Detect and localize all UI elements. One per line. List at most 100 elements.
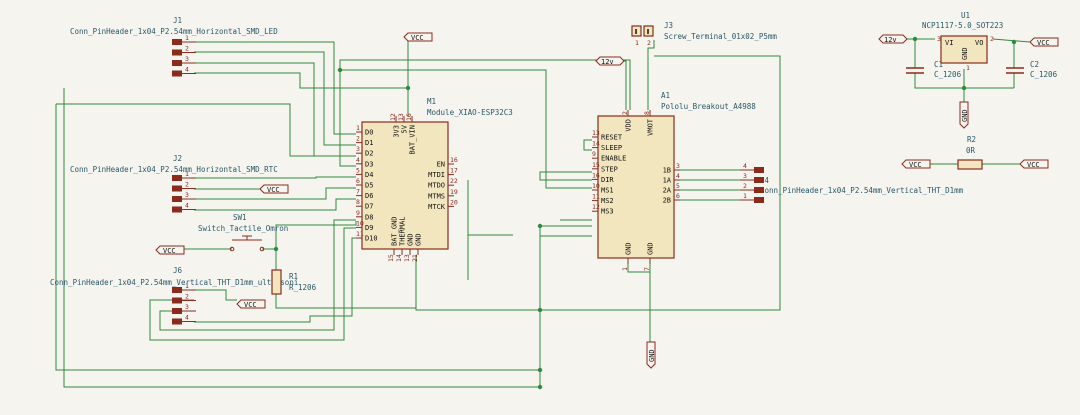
pin-number: 1 — [185, 282, 189, 290]
pin-name: THERMAL — [399, 216, 407, 246]
r2-value: 0R — [966, 146, 976, 155]
switch-sw1[interactable]: SW1 Switch_Tactile_Omron — [198, 213, 288, 252]
net-label-vcc-sw[interactable]: VCC — [155, 245, 185, 255]
wire-13 — [194, 198, 356, 211]
pin-number: 3 — [676, 162, 680, 170]
wire-9 — [55, 104, 540, 371]
pin-name: MS1 — [601, 187, 614, 195]
net-label-vcc-r2-right[interactable]: VCC — [1019, 159, 1049, 169]
resistor-r2[interactable]: R2 0R — [957, 135, 983, 170]
pin-name: DIR — [601, 176, 614, 184]
junction-8 — [1011, 39, 1017, 45]
pin-pad — [172, 49, 182, 56]
pin-number: 14 — [395, 254, 403, 262]
pin-name: D8 — [365, 213, 373, 221]
wire-30 — [583, 139, 592, 151]
u1-pinnum-3: 3 — [937, 35, 941, 43]
connector-j2[interactable]: J2 Conn_PinHeader_1x04_P2.54mm_Horizonta… — [70, 154, 278, 213]
pin-pad — [172, 308, 182, 314]
wire-27 — [624, 60, 627, 110]
pin-number: 5 — [356, 166, 360, 174]
net-label-vcc-u1[interactable]: VCC — [1029, 37, 1059, 47]
j3-pin-1: 1 — [635, 39, 639, 47]
u1-pin-vi: VI — [945, 39, 953, 47]
pin-name: D7 — [365, 203, 373, 211]
j4-value: Conn_PinHeader_1x04_P2.54mm_Vertical_THT… — [760, 186, 964, 195]
driver-a1-a4988[interactable]: A1 Pololu_Breakout_A4988 13RESET14SLEEP9… — [592, 91, 756, 271]
wire-10 — [194, 176, 356, 179]
pin-name: BAT_VIN — [409, 125, 417, 155]
pin-pad — [172, 39, 182, 45]
pin-number: 1 — [356, 124, 360, 132]
c2-value: C_1206 — [1030, 70, 1058, 79]
u1-pinnum-1: 1 — [966, 64, 970, 72]
screw-terminal-j3[interactable]: J3 Screw_Terminal_01x02_P5mm 1 2 — [631, 21, 777, 47]
net-label-gnd-a1[interactable]: GND — [646, 341, 656, 369]
net-label-gnd-u1[interactable]: GND — [959, 101, 969, 129]
pin-pad — [754, 187, 764, 193]
net-label-12v-u1[interactable]: 12v — [878, 34, 908, 44]
sw1-value: Switch_Tactile_Omron — [198, 224, 288, 233]
pin-name: D4 — [365, 171, 373, 179]
pin-number: 3 — [185, 303, 189, 311]
resistor-r1[interactable]: R1 R_1206 — [271, 269, 317, 295]
pin-name: MS2 — [601, 197, 614, 205]
wire-29 — [540, 55, 781, 311]
pin-number: 2 — [356, 135, 360, 143]
pin-number: 2 — [743, 182, 747, 190]
capacitor-c1[interactable]: C1 C_1206 — [906, 60, 962, 79]
m1-ref: M1 — [427, 97, 436, 106]
m1-pins: 1D02D13D24D35D46D57D68D79D810D911D1016EN… — [356, 113, 458, 262]
pin-number: 12 — [592, 203, 600, 211]
pin-name: SLEEP — [601, 144, 622, 152]
r1-value: R_1206 — [289, 283, 317, 292]
wire-19 — [149, 227, 356, 341]
vcc-label-text: VCC — [411, 34, 424, 42]
connector-j4[interactable]: J4 Conn_PinHeader_1x04_P2.54mm_Vertical_… — [740, 162, 964, 203]
junction-0 — [405, 85, 411, 91]
net-label-vcc-r2-left[interactable]: VCC — [901, 159, 931, 169]
pin-number: 16 — [592, 171, 600, 179]
pin-number: 3 — [185, 191, 189, 199]
pin-number: 4 — [185, 202, 189, 210]
pin-name: D3 — [365, 160, 373, 168]
pin-number: 17 — [450, 167, 458, 175]
net-label-vcc-j6[interactable]: VCC — [236, 299, 266, 309]
pin-name: D0 — [365, 129, 373, 137]
wire-17 — [275, 294, 416, 309]
net-label-vcc-top[interactable]: VCC — [403, 32, 433, 42]
wire-22 — [415, 255, 540, 311]
net-label-12v-a1[interactable]: 12v — [595, 56, 625, 66]
wire-36 — [627, 264, 651, 342]
u1-pin-gnd: GND — [961, 47, 969, 60]
regulator-u1[interactable]: U1 NCP1117-5.0_SOT223 VI VO GND 3 2 1 — [922, 11, 1003, 72]
connector-j6[interactable]: J6 Conn_PinHeader_1x04_P2.54mm_Vertical_… — [50, 266, 298, 325]
pin-name: D10 — [365, 235, 378, 243]
module-m1-xiao[interactable]: M1 Module_XIAO-ESP32C3 1D02D13D24D35D46D… — [356, 97, 513, 262]
pin-number: 7 — [643, 267, 651, 271]
net-label-vcc-j2[interactable]: VCC — [259, 184, 289, 194]
pin-pad — [754, 197, 764, 203]
pin-number: 19 — [450, 188, 458, 196]
pin-number: 13 — [403, 254, 411, 262]
pin-number: 15 — [387, 254, 395, 262]
gnd-label-text: GND — [961, 109, 969, 122]
pin-number: 1 — [185, 170, 189, 178]
pin-number: 4 — [743, 162, 747, 170]
c1-value: C_1206 — [934, 70, 962, 79]
pin-number: 10 — [356, 219, 364, 227]
pin-number: 11 — [592, 193, 600, 201]
pin-name: 1A — [663, 177, 672, 185]
connector-j1[interactable]: J1 Conn_PinHeader_1x04_P2.54mm_Horizonta… — [70, 16, 278, 77]
wire-5 — [339, 69, 592, 189]
capacitor-c2[interactable]: C2 C_1206 — [1006, 60, 1058, 79]
pin-number: 8 — [356, 198, 360, 206]
vcc-label-text: VCC — [267, 186, 280, 194]
pin-number: 3 — [356, 145, 360, 153]
pin-pad — [172, 206, 182, 213]
pin-name: 2A — [663, 187, 672, 195]
wire-28 — [647, 40, 655, 110]
